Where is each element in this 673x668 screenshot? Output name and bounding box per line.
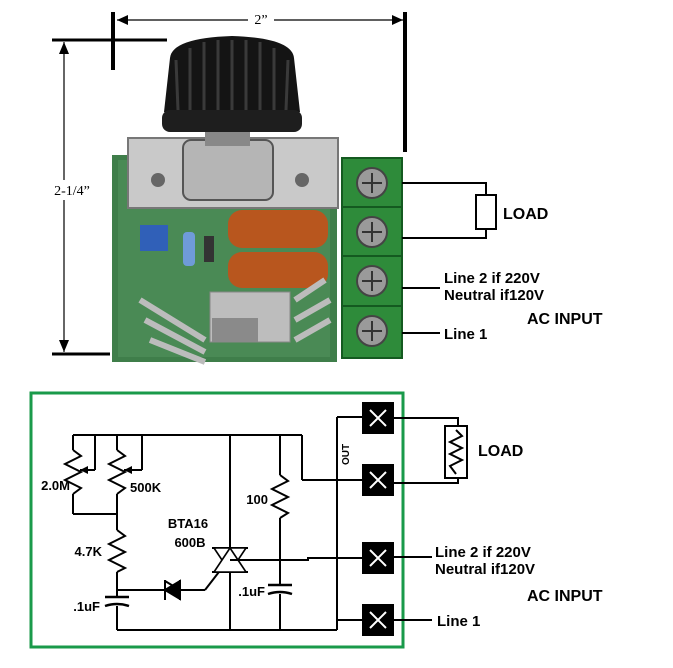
triac-name-label: BTA16 (168, 516, 208, 531)
trimmer-pot (140, 225, 168, 251)
terminal-out-1 (362, 402, 394, 434)
width-label: 2” (254, 13, 267, 28)
resistor-4-7k: 4.7K (75, 514, 128, 597)
label-c-right: .1uF (238, 584, 265, 599)
dimmer-photo: 2” 2-1/4” LOAD Line 2 if 220V Neutral if… (40, 10, 603, 365)
label-c-left: .1uF (73, 599, 100, 614)
bracket-screw-right (295, 173, 309, 187)
label-4-7k: 4.7K (75, 544, 103, 559)
terminal-out-2 (362, 464, 394, 496)
triac: BTA16 600B (168, 435, 248, 630)
schematic-neutral-label: Neutral if120V (435, 561, 535, 578)
out-label: OUT (341, 444, 352, 465)
knob (162, 36, 302, 132)
schematic-load: LOAD (394, 417, 523, 484)
heatsink (138, 277, 332, 365)
capacitor-top (228, 210, 328, 248)
photo-line1-label: Line 1 (444, 326, 487, 343)
schematic-line2-label: Line 2 if 220V (435, 544, 531, 561)
capacitor-right: .1uF (238, 583, 293, 630)
photo-ac-input-label: AC INPUT (527, 311, 603, 328)
resistor-100: 100 (246, 435, 291, 585)
width-dimension: 2” (111, 10, 407, 152)
schematic-line1-label: Line 1 (437, 613, 480, 630)
resistor-2m: 2.0M (41, 435, 96, 514)
triac-rating-label: 600B (174, 535, 205, 550)
label-100: 100 (246, 492, 268, 507)
small-diode (204, 236, 214, 262)
height-dimension: 2-1/4” (40, 38, 167, 356)
potentiometer (182, 139, 274, 201)
schematic-load-label: LOAD (478, 443, 523, 460)
resistor-500k: 500K (106, 435, 162, 514)
terminal-in-1 (362, 542, 394, 574)
photo-load-label: LOAD (503, 206, 548, 223)
terminal-block (341, 157, 403, 359)
bracket-screw-left (151, 173, 165, 187)
schematic: 2.0M 500K 4.7K .1uF (29, 391, 603, 649)
small-resistor (183, 232, 195, 266)
schematic-ac-input-label: AC INPUT (527, 588, 603, 605)
label-2m: 2.0M (41, 478, 70, 493)
photo-neutral-label: Neutral if120V (444, 287, 544, 304)
photo-load-symbol (475, 194, 497, 230)
label-500k: 500K (130, 480, 162, 495)
diac (117, 567, 223, 601)
capacitor-left: .1uF (73, 595, 130, 630)
capacitor-bottom (228, 252, 328, 288)
terminal-in-2 (362, 604, 394, 636)
photo-line2-label: Line 2 if 220V (444, 270, 540, 287)
photo-load-wire (402, 182, 487, 239)
height-label: 2-1/4” (54, 184, 90, 199)
schematic-frame (29, 391, 405, 649)
